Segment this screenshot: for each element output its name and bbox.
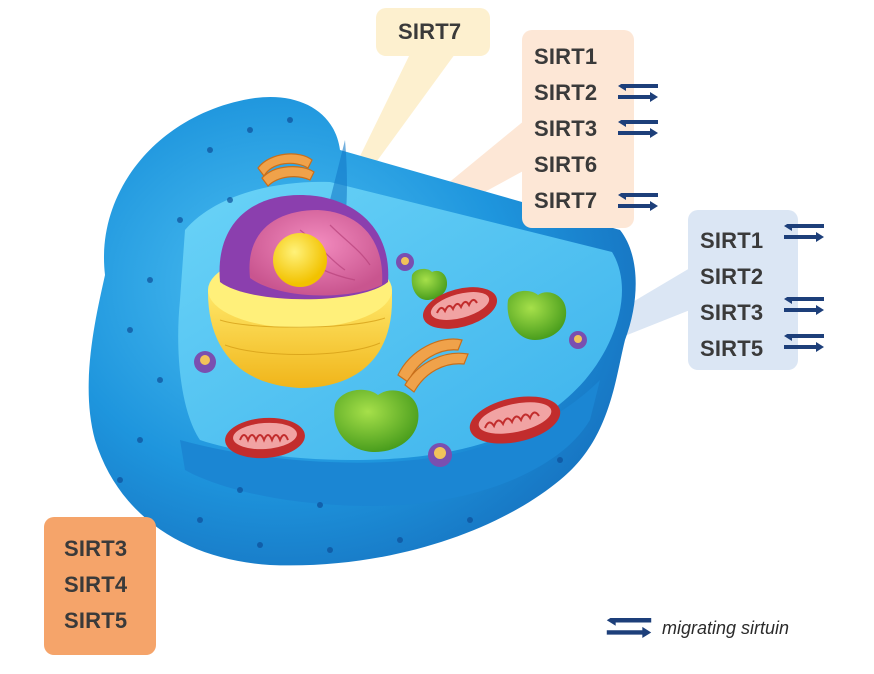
double-arrow-icon [618,84,658,102]
double-arrow-icon [784,224,824,242]
mitochondria-label-box: SIRT3 SIRT4 SIRT5 [44,517,156,655]
nucleus [208,195,392,388]
nucleus-label-box: SIRT1 SIRT2 SIRT3 SIRT6 SIRT7 [522,30,634,228]
double-arrow-icon [606,618,652,638]
sirtuin-label: SIRT7 [534,188,598,213]
sirtuin-label: SIRT4 [64,572,128,597]
sirtuin-label: SIRT3 [64,536,128,561]
sirtuin-label: SIRT7 [398,19,462,44]
sirtuin-label: SIRT1 [534,44,598,69]
nucleolus [273,233,327,287]
nucleolus-label-box: SIRT7 [376,8,490,56]
cytoplasm-label-box: SIRT1 SIRT2 SIRT3 SIRT5 [688,210,798,370]
sirtuin-label: SIRT3 [534,116,598,141]
double-arrow-icon [618,120,658,138]
double-arrow-icon [784,297,824,315]
sirtuin-label: SIRT6 [534,152,598,177]
vacuole [334,389,419,452]
legend-text: migrating sirtuin [662,617,790,638]
legend: migrating sirtuin [606,614,789,642]
sirtuin-label: SIRT2 [700,264,764,289]
sirtuin-label: SIRT5 [700,336,764,361]
sirtuin-label: SIRT3 [700,300,764,325]
double-arrow-icon [618,193,658,211]
sirtuin-label: SIRT5 [64,608,128,633]
double-arrow-icon [784,334,824,352]
sirtuin-label: SIRT2 [534,80,598,105]
mitochondria-shapes [225,287,561,459]
sirtuin-label: SIRT1 [700,228,764,253]
